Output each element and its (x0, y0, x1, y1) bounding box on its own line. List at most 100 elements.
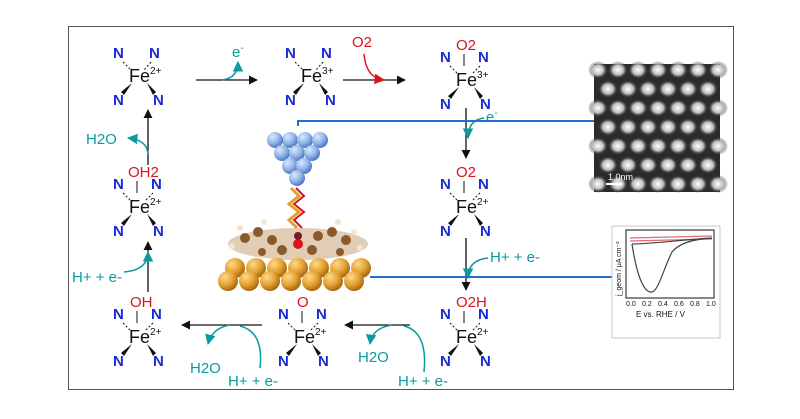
cv-plot: j_geom / μA cm⁻² 0.0 0.2 0.4 0.6 0.8 1.0… (611, 225, 721, 339)
stm-lattice-spot (678, 156, 698, 174)
oxygen-ligand-label: O2 (456, 164, 476, 181)
charge-label: 2+ (150, 66, 162, 77)
stm-lattice-spot (598, 156, 618, 174)
stm-lattice-spot (688, 61, 708, 79)
svg-text:Fe2+: Fe2+ (129, 66, 162, 86)
stm-lattice-spot (668, 175, 688, 193)
stm-lattice-spot (608, 99, 628, 117)
nitrogen-label: N (478, 306, 489, 323)
nitrogen-label: N (318, 353, 329, 370)
nitrogen-label: N (278, 306, 289, 323)
species-s6: O N N N N Fe2+ (278, 294, 329, 370)
proton-electron-arrow (123, 250, 154, 273)
nitrogen-label: N (440, 306, 451, 323)
charge-label: 2+ (477, 327, 489, 338)
iron-label: Fe (129, 197, 150, 217)
nitrogen-label: N (440, 223, 451, 240)
proton-electron-label: H+ + e- (398, 373, 448, 390)
nitrogen-label: N (153, 353, 164, 370)
water-release-arrow (205, 324, 231, 346)
svg-text:Fe3+: Fe3+ (456, 70, 489, 90)
nitrogen-label: N (478, 176, 489, 193)
nitrogen-label: N (113, 92, 124, 109)
charge-label: 2+ (150, 197, 162, 208)
iron-label: Fe (456, 197, 477, 217)
oxygen-ligand-label: OH2 (128, 164, 159, 181)
oxygen-ligand-label: O2H (456, 294, 487, 311)
proton-electron-label: H+ + e- (490, 249, 540, 266)
svg-text:Fe2+: Fe2+ (456, 197, 489, 217)
cv-curve-reduction (631, 237, 713, 293)
stm-lattice-spot (618, 156, 638, 174)
proton-electron-label: H+ + e- (228, 373, 278, 390)
stm-lattice-spot (658, 156, 678, 174)
nitrogen-label: N (113, 45, 124, 62)
stm-lattice-spot (628, 137, 648, 155)
stm-lattice-spot (658, 118, 678, 136)
charge-label: 2+ (477, 197, 489, 208)
electron-loss-arrow (221, 60, 244, 81)
nitrogen-label: N (480, 353, 491, 370)
stm-lattice-spot (678, 80, 698, 98)
svg-text:Fe3+: Fe3+ (301, 66, 334, 86)
stm-lattice-spot (588, 61, 608, 79)
cv-tick-label: 0.6 (674, 301, 684, 308)
water-label: H2O (358, 349, 389, 366)
proton-electron-arrow (462, 257, 489, 280)
oxygen-addition-arrow (363, 53, 386, 85)
nitrogen-label: N (153, 92, 164, 109)
cv-curve-baseline (629, 235, 713, 239)
charge-label: 2+ (150, 327, 162, 338)
stm-lattice-spot (588, 137, 608, 155)
nitrogen-label: N (316, 306, 327, 323)
charge-label: 2+ (315, 327, 327, 338)
water-label: H2O (86, 131, 117, 148)
stm-lattice-spot (588, 175, 608, 193)
iron-label: Fe (456, 70, 477, 90)
cv-tick-label: 0.8 (690, 301, 700, 308)
nitrogen-label: N (440, 176, 451, 193)
stm-lattice-spot (648, 99, 668, 117)
stm-lattice-spot (598, 118, 618, 136)
diagram-frame (68, 26, 734, 390)
stm-lattice-spot (668, 99, 688, 117)
species-s7: OH N N N N Fe2+ (113, 294, 164, 370)
nitrogen-label: N (440, 49, 451, 66)
svg-text:Fe2+: Fe2+ (456, 327, 489, 347)
nitrogen-label: N (440, 353, 451, 370)
stm-lattice-spot (628, 99, 648, 117)
nitrogen-label: N (113, 353, 124, 370)
species-s1: N N N N Fe2+ (113, 45, 164, 109)
iron-label: Fe (294, 327, 315, 347)
stm-lattice-spot (688, 175, 708, 193)
stm-lattice-spot (668, 137, 688, 155)
stm-image: 1.0nm (588, 61, 728, 193)
stm-lattice-spot (638, 80, 658, 98)
stm-lattice-spot (618, 118, 638, 136)
electron-gain-arrow (462, 117, 485, 140)
stm-lattice-spot (658, 80, 678, 98)
nitrogen-label: N (480, 96, 491, 113)
nitrogen-label: N (151, 176, 162, 193)
oxygen-ligand-label: O (297, 294, 309, 311)
stm-lattice-spot (638, 156, 658, 174)
stm-lattice-spot (708, 61, 728, 79)
svg-text:Fe2+: Fe2+ (129, 327, 162, 347)
oxygen-ligand-label: O2 (456, 37, 476, 54)
stm-lattice-spot (648, 137, 668, 155)
charge-label: 3+ (477, 70, 489, 81)
cv-tick-label: 0.4 (658, 301, 668, 308)
species-s4: O2 N N N N Fe2+ (440, 164, 491, 240)
iron-label: Fe (456, 327, 477, 347)
water-release-arrow (126, 133, 149, 156)
stm-lattice-spot (698, 80, 718, 98)
stm-lattice-spot (698, 156, 718, 174)
stm-lattice-spot (608, 61, 628, 79)
stm-lattice-spot (628, 61, 648, 79)
iron-label: Fe (129, 327, 150, 347)
nitrogen-label: N (113, 306, 124, 323)
stm-lattice-spot (648, 175, 668, 193)
stm-lattice-spot (708, 175, 728, 193)
cv-ylabel: j_geom / μA cm⁻² (616, 241, 623, 297)
nitrogen-label: N (278, 353, 289, 370)
